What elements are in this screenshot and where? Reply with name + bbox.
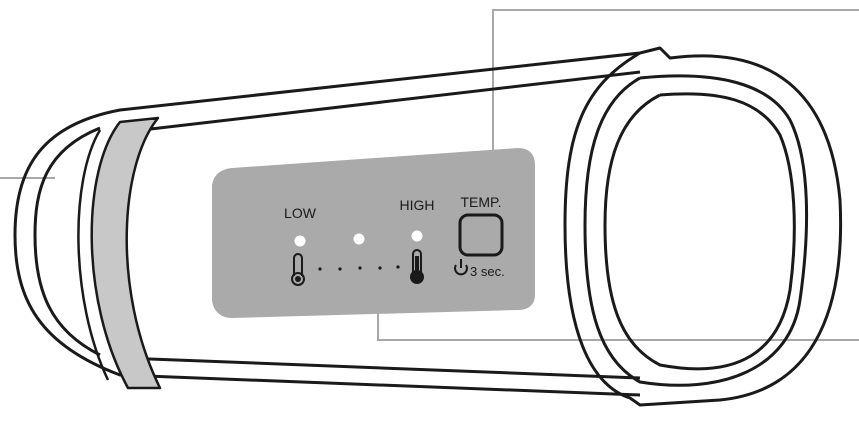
range-dots: [318, 265, 400, 271]
body-bottom-inner-edge: [124, 356, 641, 380]
temp-button[interactable]: [458, 213, 504, 257]
body-left-inner-curve: [33, 126, 101, 357]
right-cap-outer: [563, 46, 843, 407]
low-label: LOW: [284, 205, 317, 221]
body-top-inner-edge: [124, 70, 641, 134]
end-band: [77, 116, 162, 390]
device-body: [13, 51, 641, 397]
body-outline: [13, 51, 641, 397]
control-panel: LOW HIGH TEMP.: [212, 148, 535, 318]
thermometer-low-icon: [291, 253, 305, 286]
power-icon: [454, 259, 468, 276]
right-cap-inner: [583, 74, 809, 387]
right-end-cap: [563, 46, 843, 407]
indicator-light-low: [294, 235, 306, 247]
hold-time-label: 3 sec.: [470, 264, 505, 279]
high-label: HIGH: [400, 197, 435, 213]
indicator-light-mid: [353, 233, 365, 245]
end-band-shape: [90, 116, 162, 390]
thermometer-high-icon: [410, 249, 424, 284]
temp-label: TEMP.: [461, 194, 502, 210]
indicator-light-high: [411, 230, 423, 242]
end-band-inner-line: [77, 129, 110, 381]
callout-line-temp-button: [492, 9, 859, 185]
right-cap-window: [603, 92, 796, 371]
